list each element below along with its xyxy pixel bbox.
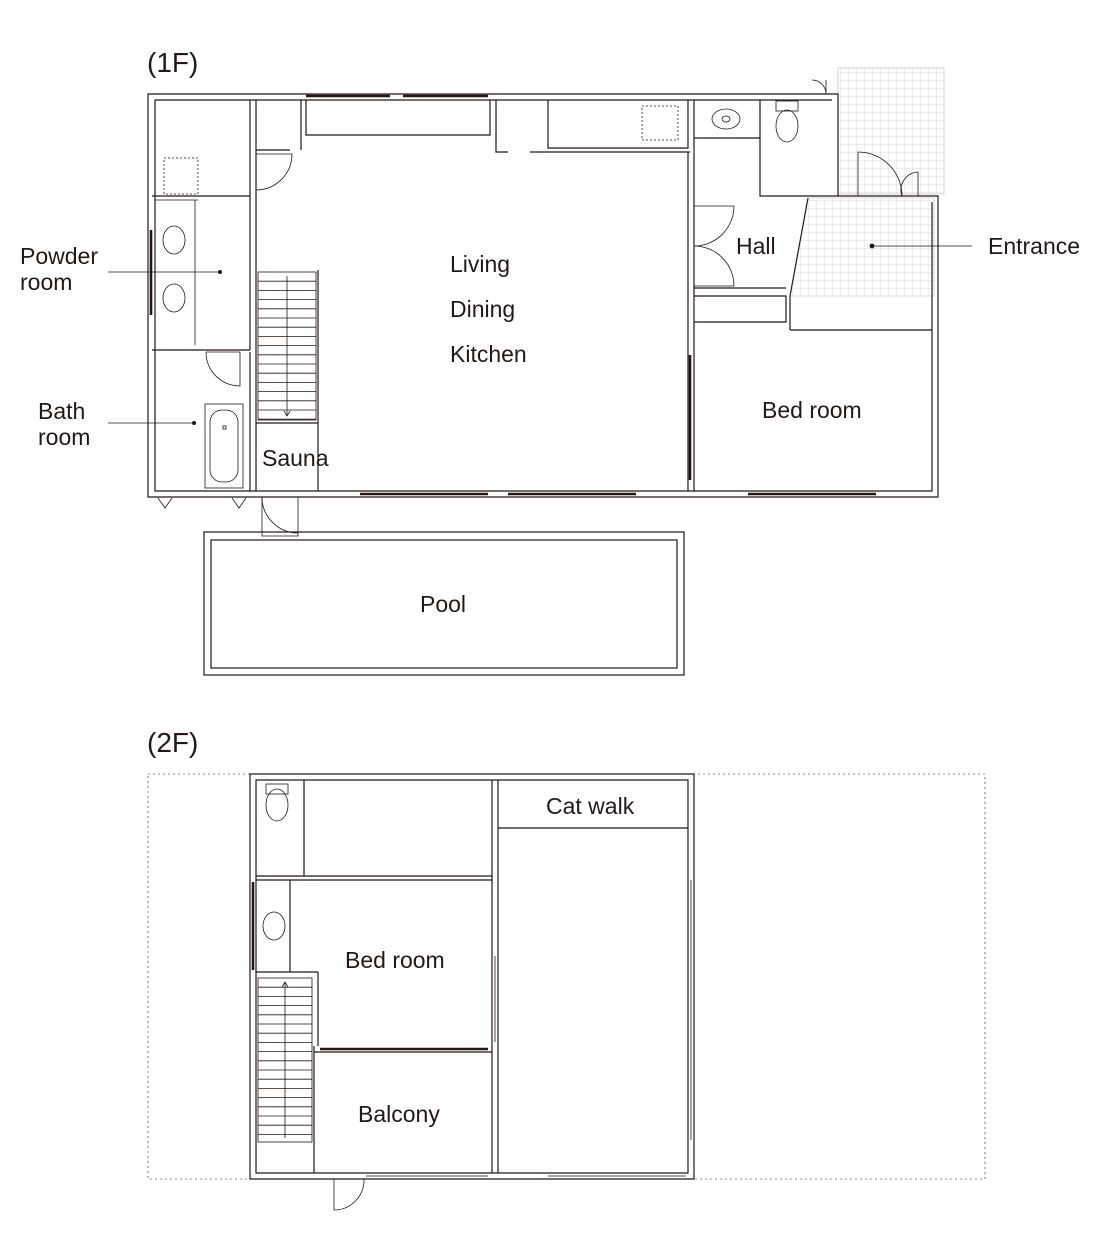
catwalk-label: Cat walk [546, 793, 635, 819]
bedroom-2f-label: Bed room [345, 947, 445, 973]
second-floor-stair [257, 977, 313, 1143]
toilet-icon [775, 109, 799, 143]
dining-label: Dining [450, 296, 515, 322]
powder-room-label: room [20, 269, 72, 295]
first-floor-toilet [711, 100, 799, 143]
second-floor-door [333, 1178, 365, 1211]
pool [203, 531, 685, 676]
second-floor-title: (2F) [147, 727, 198, 758]
second-floor-walls [249, 773, 695, 1180]
first-floor-windows [149, 94, 876, 496]
first-floor-stair [257, 271, 317, 421]
washbasin-icon [711, 108, 741, 130]
washbasin-icon [262, 911, 286, 941]
entrance-label: Entrance [988, 233, 1080, 259]
washbasin-icon [162, 283, 186, 313]
second-floor-toilet [262, 783, 289, 941]
powder-room-fixtures [155, 157, 199, 345]
bath-room-label: Bath [38, 398, 85, 424]
second-floor-site-outline [147, 773, 986, 1180]
pool-label: Pool [420, 591, 466, 617]
bath-room-label: room [38, 424, 90, 450]
leader-lines [108, 243, 972, 425]
hall-label: Hall [736, 233, 776, 259]
entrance-tile-area [789, 67, 945, 297]
kitchen-label: Kitchen [450, 341, 527, 367]
washbasin-icon [162, 225, 186, 255]
first-floor-doors [205, 79, 919, 537]
toilet-icon [265, 788, 289, 822]
kitchen-counter [641, 105, 679, 141]
sauna-label: Sauna [262, 445, 329, 471]
balcony-label: Balcony [358, 1101, 440, 1127]
powder-room-label: Powder [20, 243, 98, 269]
second-floor-windows [251, 880, 692, 1177]
living-label: Living [450, 251, 510, 277]
bedroom-1f-label: Bed room [762, 397, 862, 423]
first-floor-title: (1F) [147, 47, 198, 78]
bathtub-icon [157, 403, 247, 509]
first-floor-walls [147, 93, 939, 498]
